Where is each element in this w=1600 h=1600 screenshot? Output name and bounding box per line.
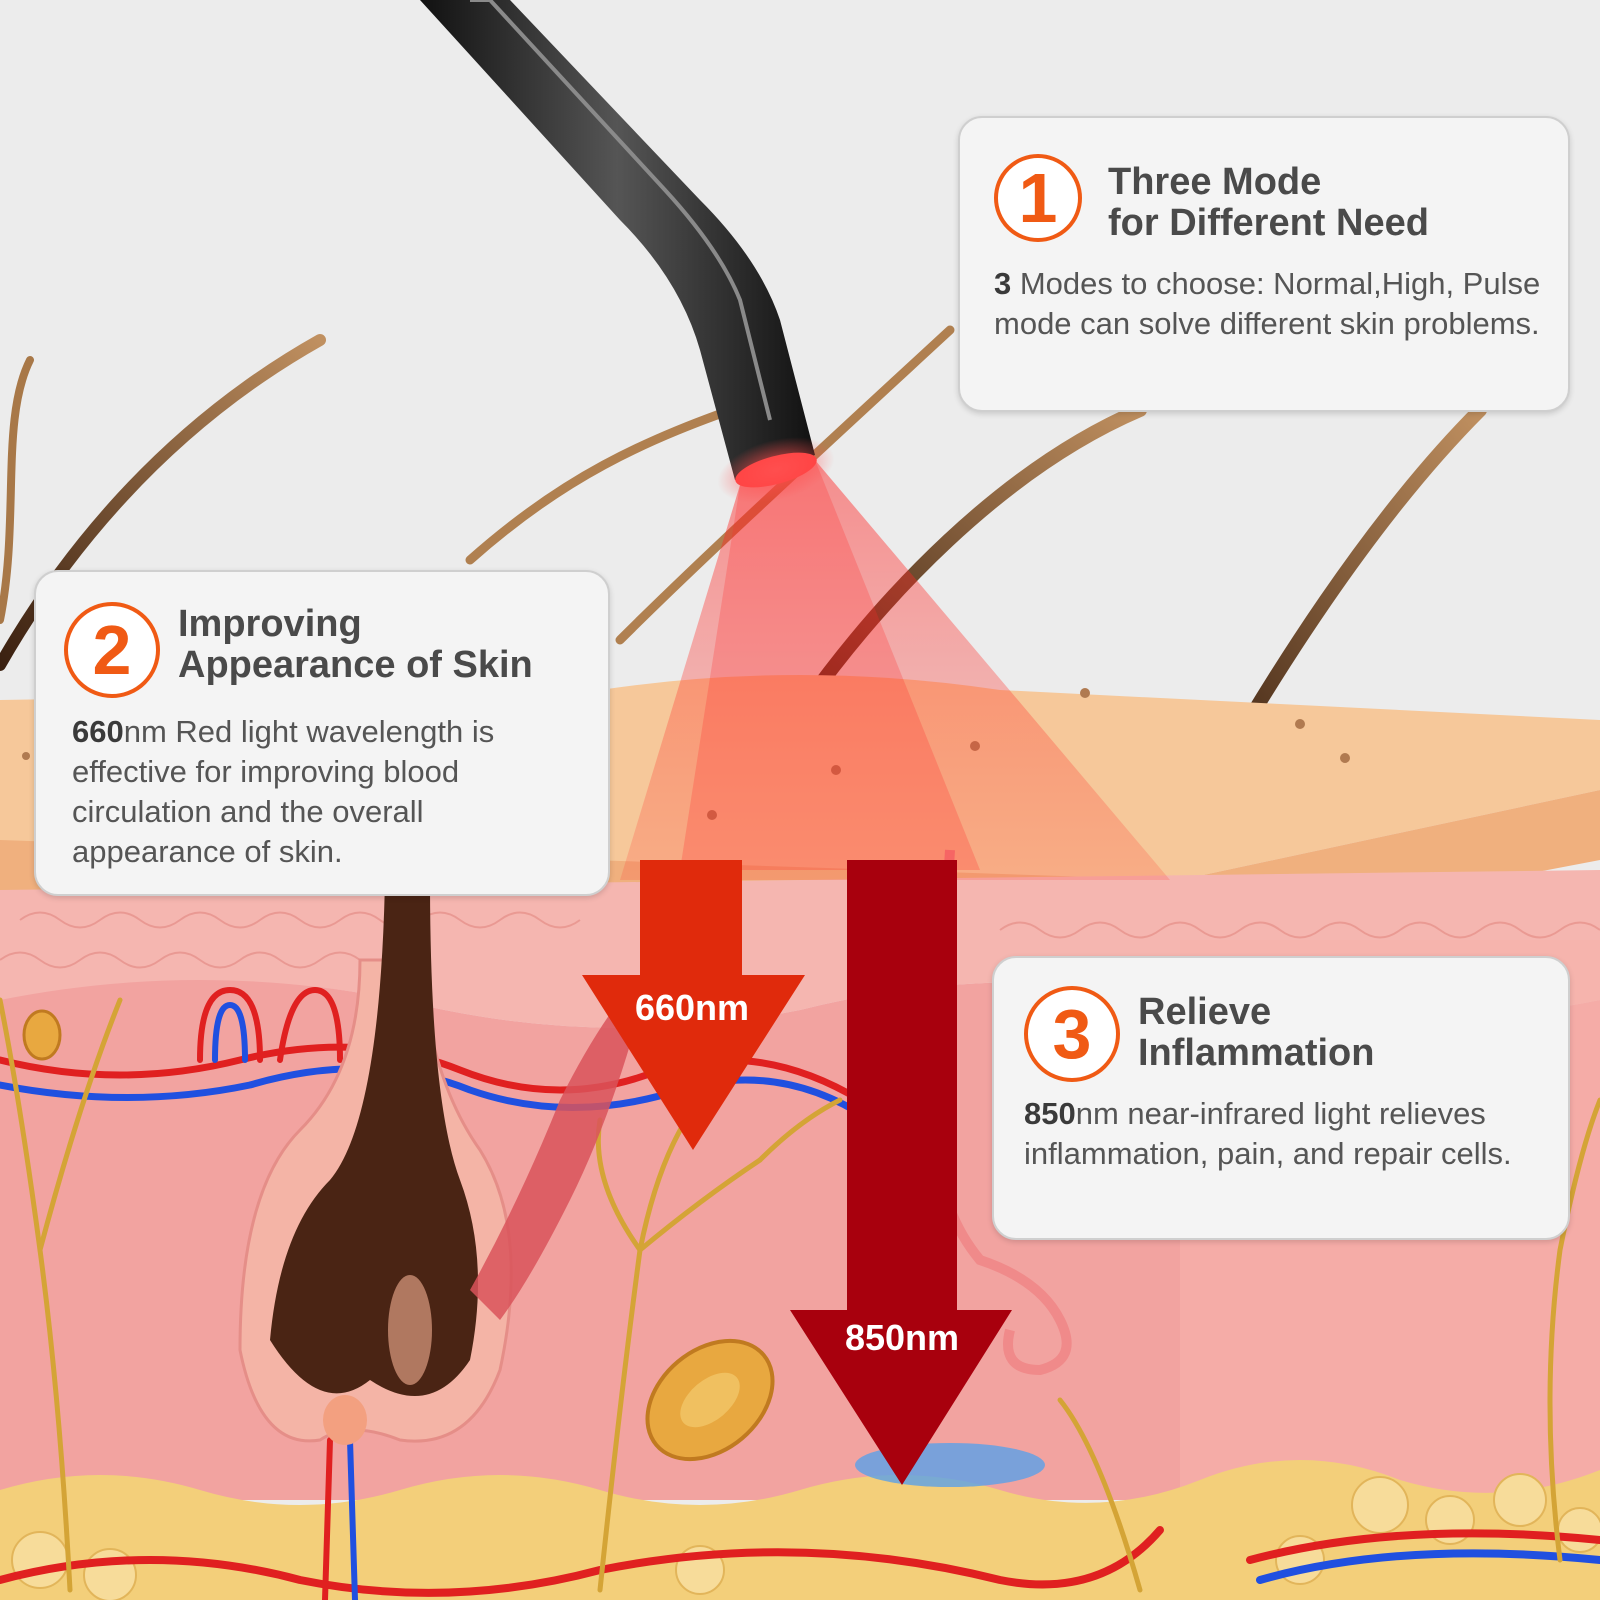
description-text: Modes to choose: Normal,High, Pulse mode… [994,266,1541,341]
card-title: Three Mode for Different Need [1108,162,1429,244]
light-beam [620,460,1170,880]
card-title: Relieve Inflammation [1138,992,1374,1074]
card-title-line1: Relieve [1138,991,1272,1033]
arrow-850nm [790,860,1012,1485]
highlight-number: 3 [994,266,1012,301]
fat-layer [0,1460,1600,1600]
card-description: 660nm Red light wavelength is effective … [72,712,592,872]
card-title-line2: for Different Need [1108,202,1429,244]
epidermis-cells [0,911,1600,969]
description-text: nm Red light wavelength is effective for… [72,714,495,869]
arrow-label-850nm: 850nm [844,1317,960,1358]
description-text: nm near-infrared light relieves inflamma… [1024,1096,1512,1171]
red-light-wand [420,0,835,503]
card-title-line1: Improving [178,603,362,645]
number-badge-2: 2 [64,602,160,698]
card-title-line2: Appearance of Skin [178,644,533,686]
feature-card-three-modes: 1 Three Mode for Different Need 3 Modes … [958,116,1570,412]
card-description: 850nm near-infrared light relieves infla… [1024,1094,1554,1174]
highlight-number: 850 [1024,1096,1076,1131]
number-badge-1: 1 [994,154,1082,242]
card-title-line1: Three Mode [1108,161,1322,203]
hair-follicle [238,880,513,1445]
highlight-number: 660 [72,714,124,749]
arrow-label-660nm: 660nm [634,987,750,1028]
feature-card-skin-appearance: 2 Improving Appearance of Skin 660nm Red… [34,570,610,896]
card-description: 3 Modes to choose: Normal,High, Pulse mo… [994,264,1544,344]
card-title: Improving Appearance of Skin [178,604,533,686]
small-gland [22,1009,62,1061]
card-title-line2: Inflammation [1138,1032,1375,1074]
number-badge-3: 3 [1024,986,1120,1082]
arrow-660nm [582,860,805,1150]
feature-card-relieve-inflammation: 3 Relieve Inflammation 850nm near-infrar… [992,956,1570,1240]
arrector-muscle [470,1000,640,1320]
